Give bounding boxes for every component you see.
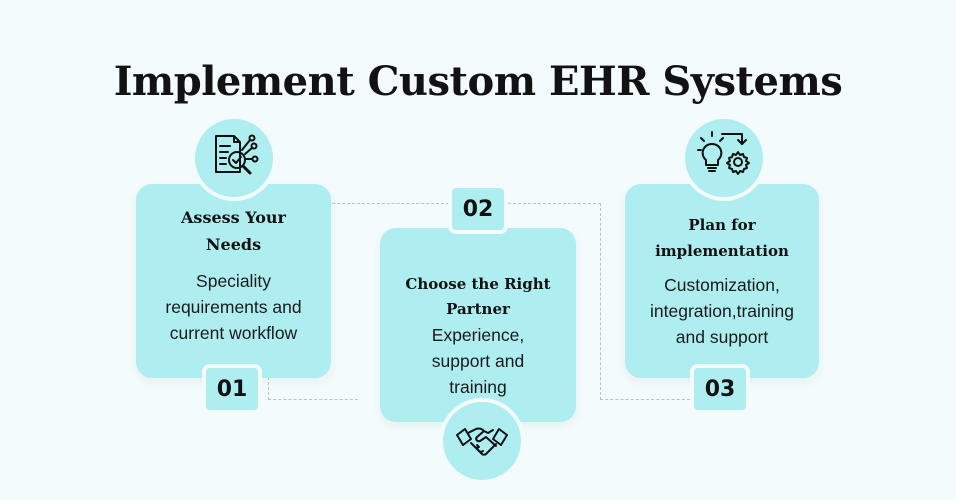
step-text-3: Customization, integration,training and … — [650, 275, 794, 347]
connector-1-bottom — [268, 399, 358, 400]
step-icon-circle-3 — [681, 115, 767, 201]
step-text-2: Experience, support and training — [431, 325, 525, 397]
step-heading-2: Choose the Right Partner — [405, 275, 551, 318]
step-number-3: 03 — [690, 364, 750, 414]
handshake-icon — [456, 427, 508, 456]
connector-3-bottom — [600, 399, 690, 400]
page-title: Implement Custom EHR Systems — [113, 58, 843, 105]
step-text-1: Speciality requirements and current work… — [165, 271, 302, 343]
step-card-3: Plan for implementation Customization, i… — [625, 184, 819, 378]
step-number-1: 01 — [202, 364, 262, 414]
step-heading-3: Plan for implementation — [655, 216, 789, 260]
step-heading-1: Assess Your Needs — [181, 208, 286, 254]
step-card-1: Assess Your Needs Speciality requirement… — [136, 184, 331, 378]
document-analysis-icon — [215, 134, 259, 175]
step-icon-circle-2 — [439, 398, 525, 484]
step-number-2: 02 — [448, 184, 508, 234]
step-card-2: Choose the Right Partner Experience, sup… — [380, 228, 576, 422]
lightbulb-gear-icon — [697, 131, 750, 175]
connector-2-3 — [508, 203, 601, 400]
step-icon-circle-1 — [191, 115, 277, 201]
